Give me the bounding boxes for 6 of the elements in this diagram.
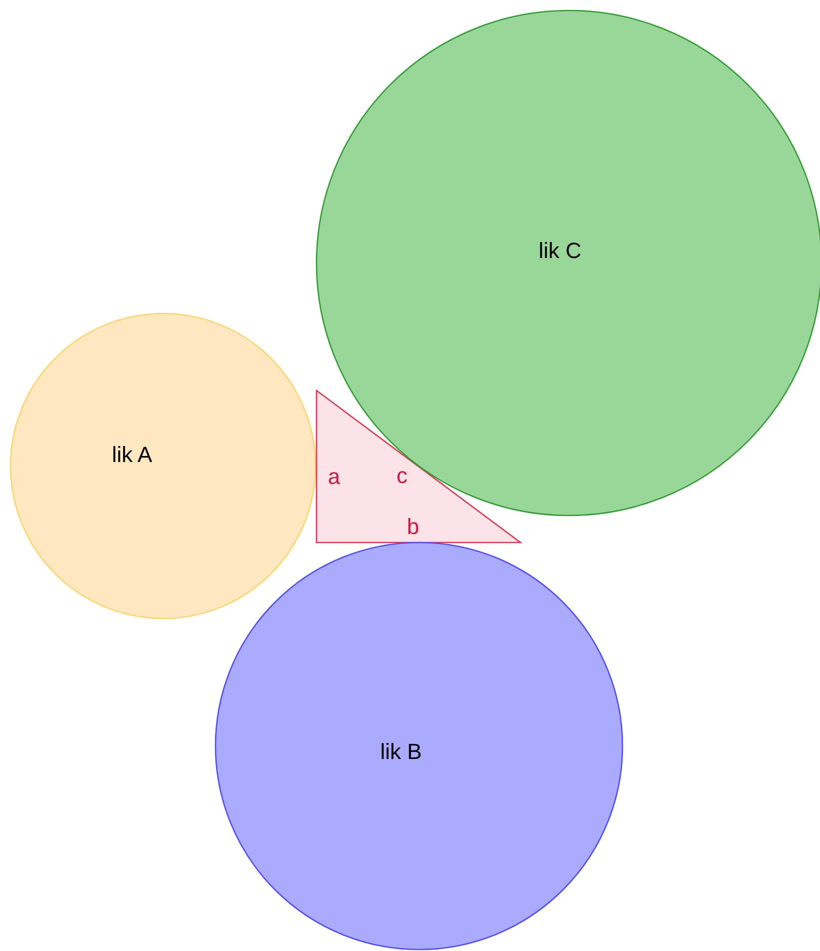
side-label: a: [328, 466, 340, 488]
side-label: b: [406, 516, 420, 538]
shape-label: lik C: [538, 240, 582, 262]
shape-label: lik A: [112, 444, 152, 466]
side-label: c: [396, 465, 408, 487]
shape-label: lik B: [380, 741, 422, 763]
